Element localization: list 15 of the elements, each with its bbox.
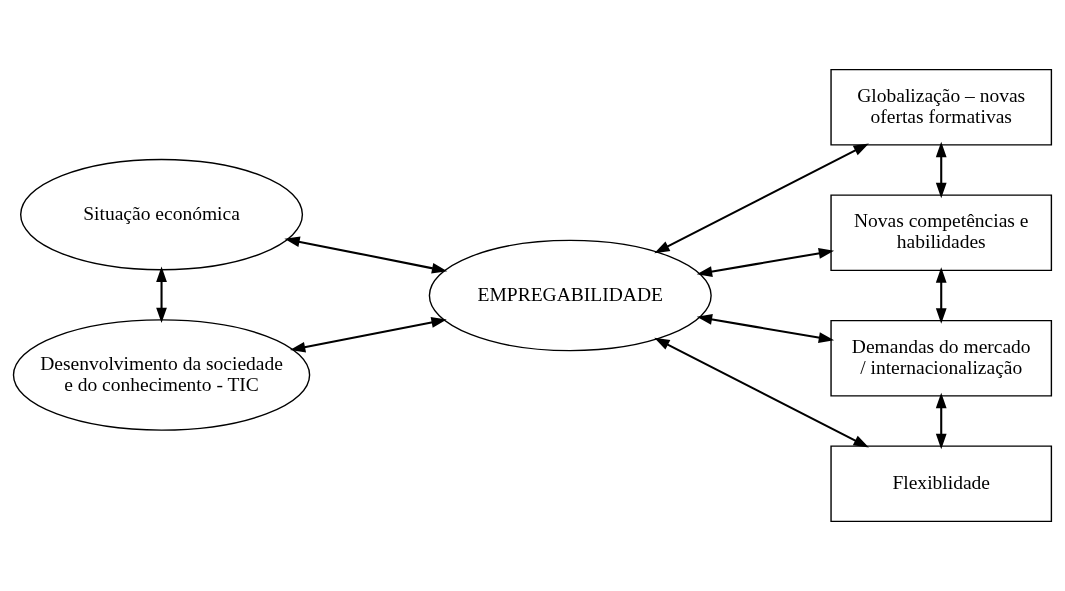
arrow bbox=[696, 248, 835, 277]
arrow bbox=[696, 314, 835, 343]
arrow bbox=[935, 267, 947, 324]
arrow bbox=[654, 143, 869, 254]
arrow bbox=[289, 317, 447, 353]
node-box: Globalização – novas ofertas formativas bbox=[830, 68, 1053, 146]
arrow bbox=[156, 266, 167, 324]
node-box: Flexiblidade bbox=[830, 445, 1053, 523]
node-box: Novas competências e habilidades bbox=[830, 194, 1053, 272]
arrow bbox=[935, 392, 947, 450]
arrow bbox=[284, 236, 448, 274]
arrow bbox=[654, 337, 869, 448]
node-ellipse: Desenvolvimento da sociedade e do conhecimento - TIC bbox=[12, 319, 311, 431]
arrow bbox=[935, 141, 947, 199]
node-box: Demandas do mercado / internacionalização bbox=[830, 319, 1053, 397]
